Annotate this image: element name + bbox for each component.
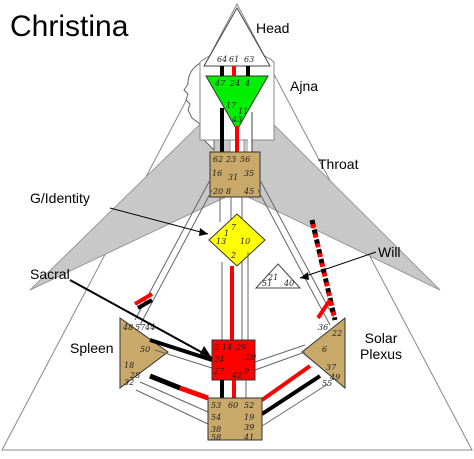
svg-text:63: 63	[244, 55, 254, 64]
svg-text:1: 1	[224, 229, 229, 238]
svg-text:6: 6	[322, 345, 327, 354]
svg-text:62: 62	[213, 155, 223, 164]
channel-spleen-upper-red	[133, 292, 154, 306]
svg-text:24: 24	[229, 79, 240, 88]
sacral-center	[211, 339, 256, 381]
svg-text:47: 47	[214, 79, 226, 88]
svg-text:53: 53	[211, 401, 221, 410]
svg-text:17: 17	[226, 101, 237, 110]
sacral-pointer	[69, 279, 213, 359]
svg-text:27: 27	[213, 367, 225, 376]
head-label: Head	[256, 20, 290, 36]
svg-text:55: 55	[322, 379, 332, 388]
svg-text:54: 54	[211, 413, 221, 422]
svg-text:21: 21	[267, 273, 278, 282]
svg-text:50: 50	[140, 345, 150, 354]
svg-text:39: 39	[244, 423, 254, 432]
svg-text:61: 61	[229, 55, 239, 64]
svg-text:28: 28	[129, 371, 140, 380]
svg-text:20: 20	[212, 187, 223, 196]
will-pointer	[299, 251, 377, 279]
svg-text:5: 5	[214, 343, 219, 352]
svg-text:2: 2	[230, 251, 236, 260]
svg-text:31: 31	[228, 173, 238, 182]
svg-text:57: 57	[135, 323, 146, 332]
svg-text:44: 44	[144, 323, 155, 332]
g-identity-label: G/Identity	[30, 190, 90, 206]
svg-text:37: 37	[326, 363, 337, 372]
will-center	[254, 263, 302, 289]
throat-center	[209, 151, 261, 198]
right-grey-panel	[243, 93, 441, 291]
svg-text:64: 64	[217, 55, 227, 64]
svg-text:49: 49	[329, 373, 340, 382]
left-grey-panel	[29, 93, 231, 291]
svg-text:23: 23	[225, 155, 236, 164]
svg-text:43: 43	[231, 115, 242, 124]
svg-text:59: 59	[246, 353, 256, 362]
svg-text:18: 18	[124, 361, 134, 370]
svg-text:60: 60	[228, 401, 238, 410]
ajna-center	[205, 75, 269, 132]
throat-label: Throat	[318, 156, 359, 172]
g-identity-arrowhead	[199, 228, 208, 236]
svg-text:38: 38	[211, 425, 221, 434]
svg-text:52: 52	[244, 401, 254, 410]
svg-text:41: 41	[243, 433, 254, 442]
chart-owner-name: Christina	[10, 10, 129, 43]
g-identity-center	[208, 213, 266, 267]
svg-text:11: 11	[238, 107, 248, 116]
will-arrowhead	[300, 272, 309, 280]
svg-text:8: 8	[226, 187, 231, 196]
svg-text:45: 45	[243, 187, 254, 196]
svg-text:40: 40	[283, 279, 294, 288]
svg-text:14: 14	[222, 343, 232, 352]
spleen-label: Spleen	[70, 340, 114, 356]
svg-text:7: 7	[231, 223, 237, 232]
svg-text:34: 34	[214, 355, 224, 364]
svg-text:22: 22	[331, 329, 342, 338]
channel-solar-upper-red	[316, 298, 332, 320]
sacral-arrowhead	[200, 346, 212, 358]
channel-spleen-sacral-black	[149, 338, 213, 362]
svg-text:9: 9	[244, 367, 249, 376]
svg-text:4: 4	[244, 79, 250, 88]
svg-text:42: 42	[231, 371, 242, 380]
root-center	[207, 397, 263, 441]
svg-text:16: 16	[212, 169, 222, 178]
svg-text:29: 29	[235, 343, 246, 352]
svg-text:58: 58	[211, 433, 221, 442]
svg-text:32: 32	[124, 378, 134, 387]
spleen-center	[119, 317, 169, 389]
g-identity-pointer	[109, 207, 209, 235]
will-label: Will	[378, 244, 401, 260]
solar-plexus-center	[301, 316, 346, 390]
head-center	[203, 6, 271, 67]
svg-text:19: 19	[244, 413, 254, 422]
channel-root-spleen-red	[179, 385, 209, 401]
svg-text:13: 13	[216, 237, 226, 246]
svg-text:35: 35	[244, 169, 254, 178]
svg-text:56: 56	[240, 155, 250, 164]
svg-text:48: 48	[122, 323, 133, 332]
svg-text:10: 10	[240, 237, 250, 246]
svg-text:36: 36	[318, 323, 328, 332]
sacral-label: Sacral	[30, 266, 70, 282]
channel-root-solar-red	[260, 364, 312, 402]
ajna-label: Ajna	[290, 78, 319, 94]
solar-plexus-label: Solar Plexus	[360, 330, 403, 362]
svg-text:51: 51	[262, 279, 272, 288]
